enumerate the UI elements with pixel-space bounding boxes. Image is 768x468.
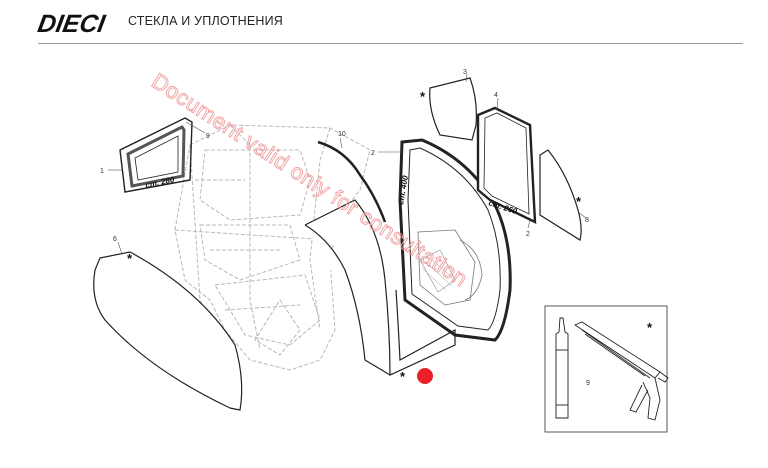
window-upper	[119, 117, 193, 193]
leader-8	[577, 211, 587, 219]
glass-8	[539, 149, 582, 241]
callout-1: 1	[100, 168, 104, 175]
header-divider	[38, 43, 743, 44]
cab-frame	[174, 124, 371, 371]
leader-4	[496, 97, 499, 111]
seal-strip-10	[317, 140, 387, 223]
callout-6: 6	[113, 236, 117, 243]
glass-left-side	[93, 251, 243, 411]
leader-2b	[527, 219, 531, 229]
leader-10	[339, 137, 343, 149]
door-frame	[398, 138, 512, 342]
sealant-cartridge	[555, 317, 569, 419]
leader-6	[117, 241, 123, 255]
leader-9a	[185, 121, 206, 134]
callout-2b: 2	[526, 231, 530, 238]
windshield	[304, 199, 456, 376]
glass-3	[429, 77, 477, 141]
leader-3	[465, 73, 468, 83]
window-4	[476, 106, 537, 224]
star-6: *	[127, 251, 133, 266]
star-9: *	[647, 320, 653, 335]
callout-9: 9	[586, 380, 590, 387]
measure-280: cm. 280	[145, 175, 176, 190]
callout-4: 4	[494, 92, 498, 99]
callout-3: 3	[463, 69, 467, 76]
caulking-gun	[574, 321, 669, 421]
star-windshield: *	[400, 369, 406, 384]
page-title: СТЕКЛА И УПЛОТНЕНИЯ	[128, 14, 284, 28]
star-3: *	[420, 89, 426, 104]
callout-10: 10	[338, 131, 346, 138]
callout-2a: 2	[371, 150, 375, 157]
callout-8: 8	[585, 217, 589, 224]
callout-9a: 9	[206, 133, 210, 140]
red-marker	[417, 368, 433, 384]
star-8: *	[576, 194, 582, 209]
